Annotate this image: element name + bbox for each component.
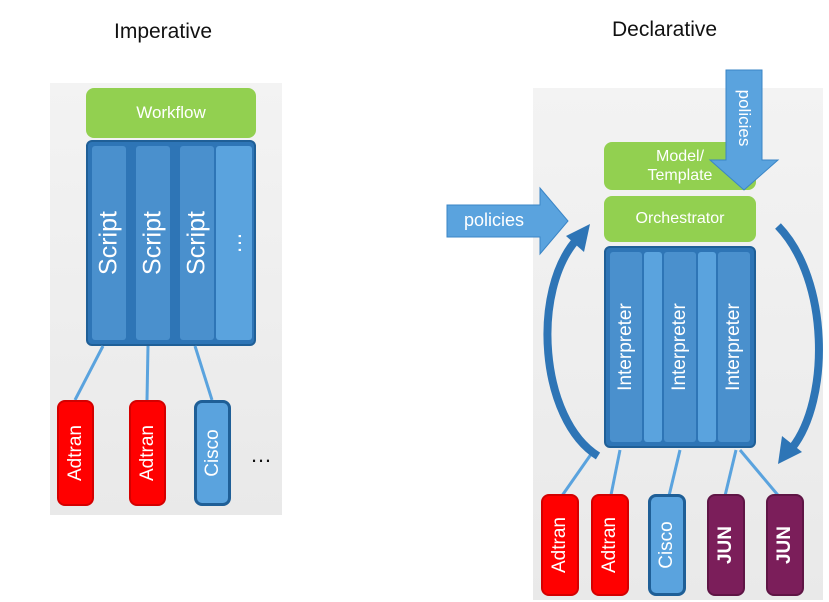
orchestrator-label: Orchestrator [635,210,725,227]
workflow-label: Workflow [136,103,206,122]
script-column-2: Script [136,146,170,340]
imperative-device-more: … [250,442,273,467]
declarative-device-2: Adtran [591,494,629,596]
interpreter-gap-1 [644,252,662,442]
imperative-device-2: Adtran [129,400,166,506]
left-curved-arrow [543,224,601,460]
policies-left-arrow [446,186,569,256]
declarative-connectors [557,449,784,501]
declarative-device-3: Cisco [648,494,686,596]
device-label: JUN [715,525,736,565]
interpreter-column-1: Interpreter [610,252,642,442]
declarative-title: Declarative [612,18,718,41]
declarative-device-1: Adtran [541,494,579,596]
interpreter-column-2: Interpreter [664,252,696,442]
right-curved-arrow [775,223,823,464]
policies-top-arrow [708,69,780,191]
interpreter-gap-2 [698,252,716,442]
declarative-device-5: JUN [766,494,804,596]
device-label: Adtran [599,517,620,573]
device-label: JUN [774,525,795,565]
script-column-more: … [216,146,252,340]
interpreter-stack: Interpreter Interpreter Interpreter [604,246,756,448]
script-stack: Script Script Script … [86,140,256,346]
imperative-title: Imperative [114,20,213,43]
imperative-device-3: Cisco [194,400,231,506]
script-column-1: Script [92,146,126,340]
policies-top-label: policies [735,89,754,147]
interpreter-column-3: Interpreter [718,252,750,442]
script-column-3: Script [180,146,214,340]
declarative-device-4: JUN [707,494,745,596]
imperative-device-1: Adtran [57,400,94,506]
policies-left-label: policies [464,210,525,230]
device-label: Cisco [656,521,677,569]
model-template-label: Model/ Template [647,148,713,184]
orchestrator-box: Orchestrator [604,196,756,242]
device-label: Adtran [549,517,570,573]
workflow-box: Workflow [86,88,256,138]
policies-top-label-wrap: policies [726,76,762,160]
